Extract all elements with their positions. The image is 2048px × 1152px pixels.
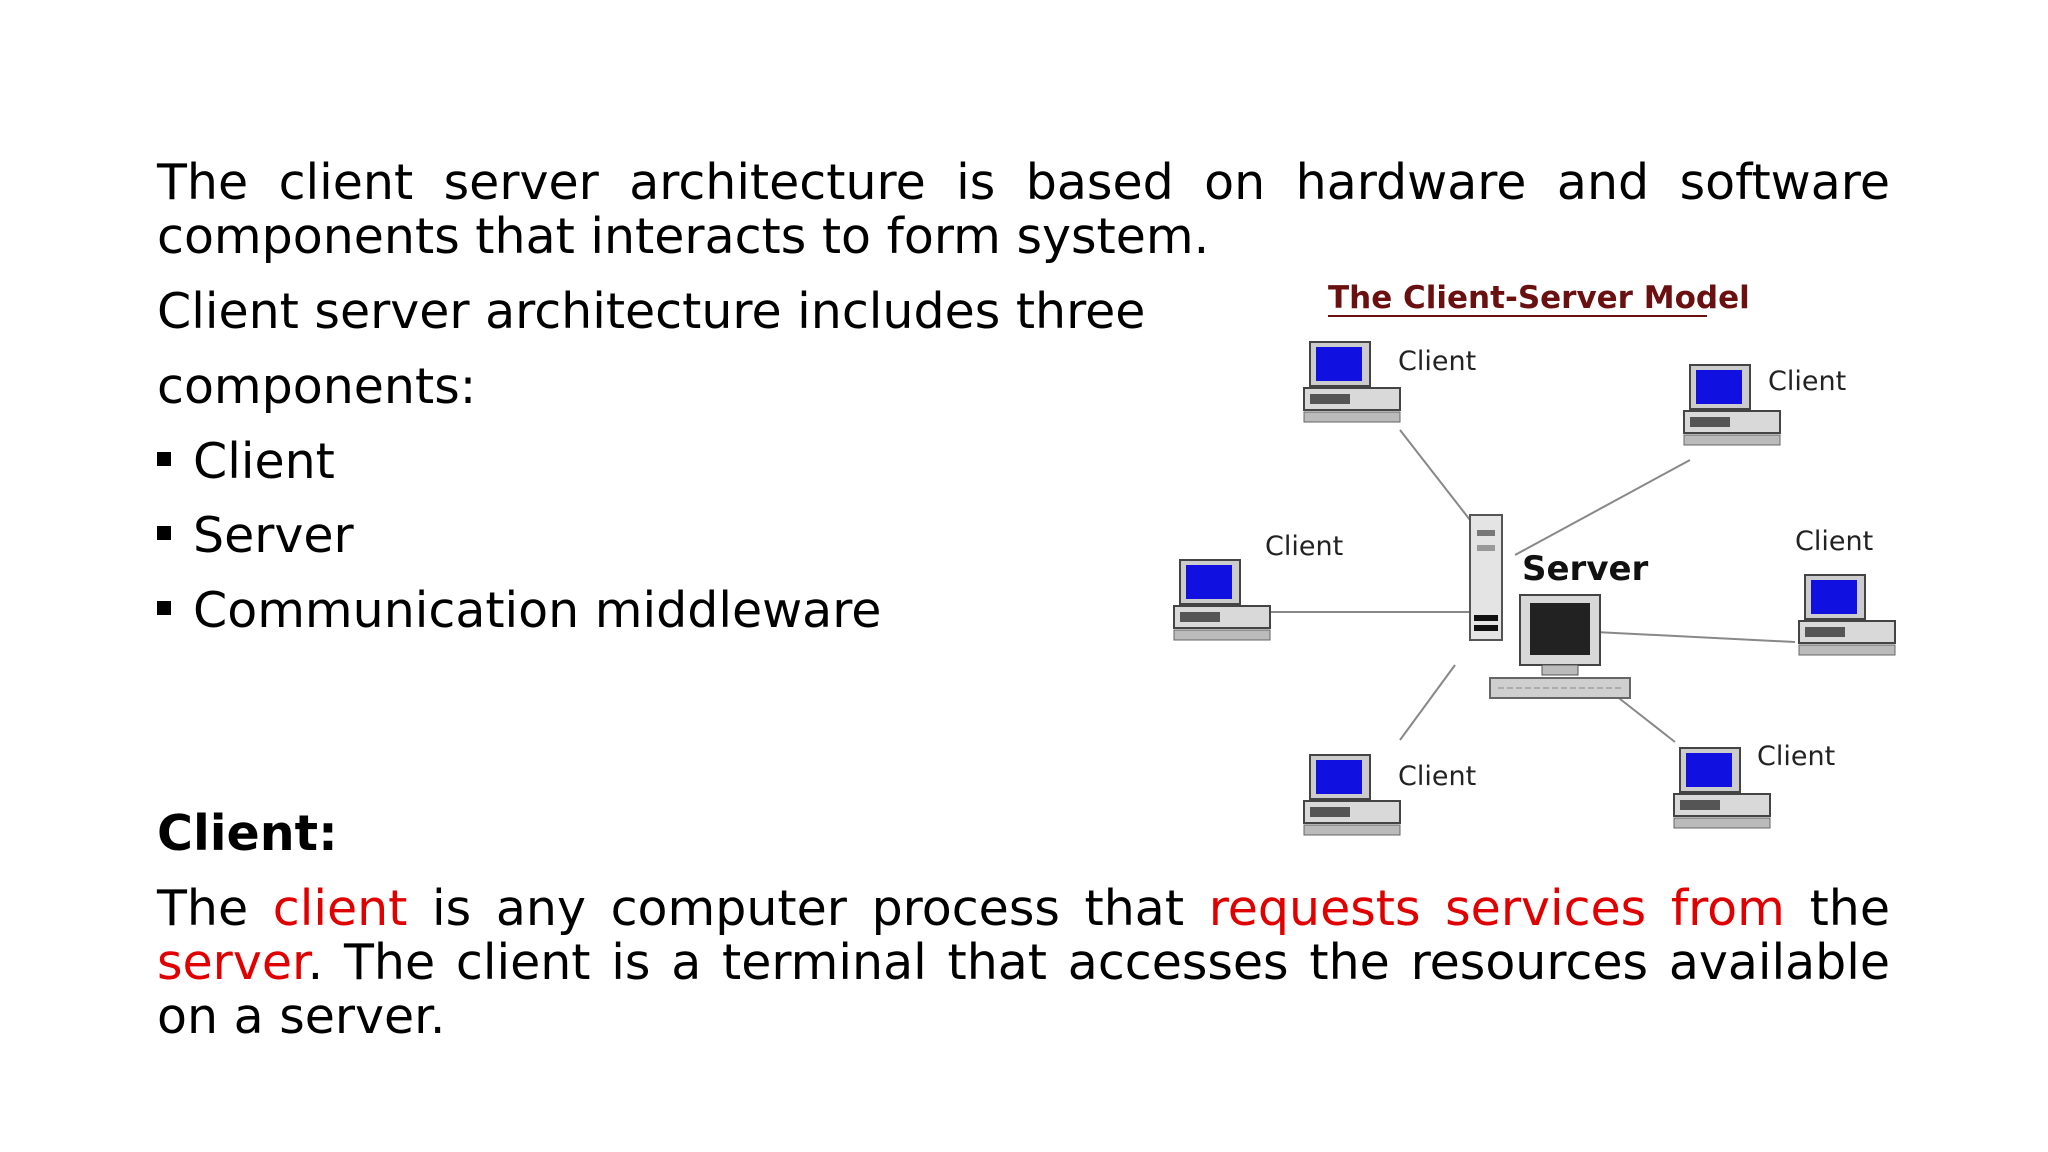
highlight-requests-services: requests services from xyxy=(1208,880,1785,937)
client-label: Client xyxy=(1398,346,1476,377)
client-computer-icon xyxy=(1303,754,1401,836)
bullet-item-middleware: Communication middleware xyxy=(157,583,881,639)
client-computer-icon xyxy=(1173,559,1271,641)
link-bottom-right xyxy=(1614,694,1676,743)
client-computer-icon xyxy=(1673,747,1771,829)
text-span: . The client is a terminal that accesses… xyxy=(157,934,1890,1045)
client-label: Client xyxy=(1795,526,1873,557)
bullet-item-server: Server xyxy=(157,508,354,564)
square-bullet-icon xyxy=(157,451,171,466)
bullet-label: Client xyxy=(193,433,335,490)
link-right xyxy=(1594,631,1796,643)
link-top-right xyxy=(1514,459,1691,556)
diagram-title: The Client-Server Model xyxy=(1328,280,1750,316)
bullet-label: Communication middleware xyxy=(193,582,882,639)
components-intro-line-2: components: xyxy=(157,358,477,415)
client-label: Client xyxy=(1768,366,1846,397)
client-computer-icon xyxy=(1303,341,1401,423)
client-label: Client xyxy=(1265,531,1343,562)
bullet-item-client: Client xyxy=(157,434,335,490)
client-computer-icon xyxy=(1798,574,1896,656)
link-top-left xyxy=(1399,429,1471,521)
client-definition-paragraph: The client is any computer process that … xyxy=(157,882,1890,1044)
client-server-diagram: The Client-Server Model xyxy=(1170,270,1900,860)
intro-paragraph: The client server architecture is based … xyxy=(157,154,1890,265)
bullet-label: Server xyxy=(193,507,354,564)
highlight-client: client xyxy=(272,880,408,937)
text-span: is any computer process that xyxy=(407,880,1209,937)
server-tower-icon xyxy=(1469,514,1503,641)
client-label: Client xyxy=(1398,761,1476,792)
connection-lines xyxy=(1260,429,1796,743)
diagram-svg: The Client-Server Model xyxy=(1173,280,1896,836)
client-computer-icon xyxy=(1683,364,1781,446)
client-heading: Client: xyxy=(157,805,338,862)
square-bullet-icon xyxy=(157,600,171,615)
text-span: The xyxy=(157,880,273,937)
highlight-server: server xyxy=(157,934,308,991)
server-label: Server xyxy=(1522,549,1649,589)
components-intro-line-1: Client server architecture includes thre… xyxy=(157,283,1146,340)
client-label: Client xyxy=(1757,741,1835,772)
link-bottom-left xyxy=(1399,664,1456,741)
square-bullet-icon xyxy=(157,525,171,540)
text-span: the xyxy=(1784,880,1890,937)
server-computer-icon xyxy=(1489,594,1631,699)
